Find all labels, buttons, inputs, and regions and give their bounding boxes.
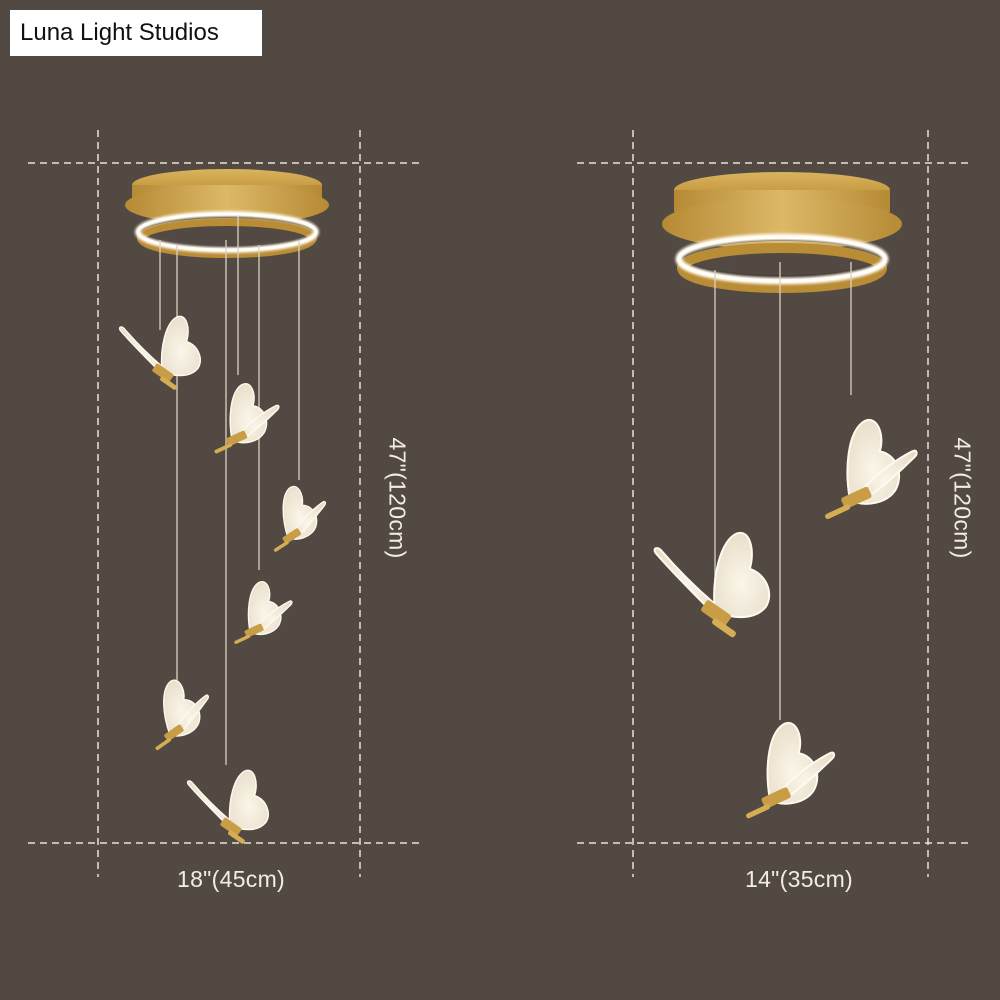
right-lamp-butterflies xyxy=(653,418,918,821)
right-dimension-guides xyxy=(577,130,970,877)
butterfly-icon xyxy=(233,580,293,646)
left-dimension-guides xyxy=(28,130,422,877)
butterfly-icon xyxy=(823,418,918,521)
butterfly-icon xyxy=(213,382,280,455)
brand-label: Luna Light Studios xyxy=(10,10,262,56)
right-height-label: 47"(120cm) xyxy=(949,437,976,559)
butterfly-icon xyxy=(744,721,836,821)
butterfly-icon xyxy=(186,769,269,846)
butterfly-icon xyxy=(143,674,217,752)
butterfly-icon xyxy=(653,531,771,640)
left-lamp-wires xyxy=(159,215,300,765)
left-width-label: 18"(45cm) xyxy=(176,866,286,892)
right-lamp-canopy xyxy=(662,172,902,293)
right-width-label: 14"(35cm) xyxy=(744,866,854,892)
left-height-label: 47"(120cm) xyxy=(384,437,411,559)
left-lamp-canopy xyxy=(125,169,329,258)
right-lamp-wires xyxy=(714,262,852,720)
butterfly-icon xyxy=(264,481,332,554)
